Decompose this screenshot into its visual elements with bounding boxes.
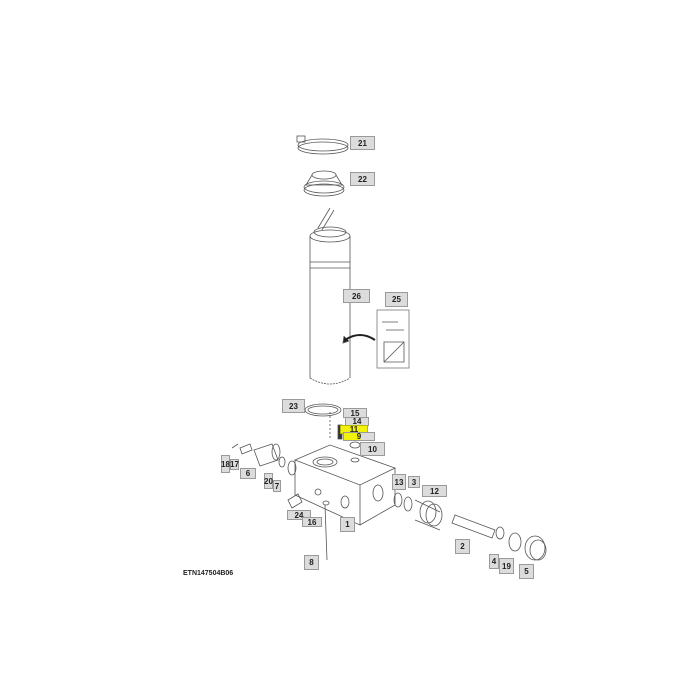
arrowhead-icon <box>342 335 350 344</box>
part-right-assembly <box>393 492 547 561</box>
callout-6[interactable]: 6 <box>240 468 256 479</box>
callout-20[interactable]: 20 <box>264 473 273 489</box>
part-seat <box>349 441 361 449</box>
part-left-assembly <box>231 443 297 476</box>
callout-5[interactable]: 5 <box>519 564 534 579</box>
callout-10[interactable]: 10 <box>360 442 385 456</box>
part-fitting <box>287 493 303 509</box>
callout-12[interactable]: 12 <box>422 485 447 497</box>
callout-7[interactable]: 7 <box>273 480 281 492</box>
callout-13[interactable]: 13 <box>392 474 406 490</box>
callout-9[interactable]: 9 <box>343 432 375 441</box>
callout-1[interactable]: 1 <box>340 517 355 532</box>
drawing-reference: ETN147504B06 <box>183 570 234 577</box>
callout-26[interactable]: 26 <box>343 289 370 303</box>
part-label-sheet <box>376 309 410 369</box>
callout-24[interactable]: 24 <box>287 510 311 520</box>
callout-16[interactable]: 16 <box>302 517 322 527</box>
part-o-ring <box>304 403 342 417</box>
arrow-icon <box>344 334 376 341</box>
callout-22[interactable]: 22 <box>350 172 375 186</box>
part-washer <box>350 457 360 463</box>
callout-17[interactable]: 17 <box>230 459 239 470</box>
callout-25[interactable]: 25 <box>385 292 408 307</box>
part-bolt <box>324 504 328 561</box>
callout-4[interactable]: 4 <box>489 554 499 569</box>
part-breather-cap <box>303 170 345 197</box>
callout-2[interactable]: 2 <box>455 539 470 554</box>
part-reservoir-tube <box>309 207 351 385</box>
callout-8[interactable]: 8 <box>304 555 319 570</box>
part-clamp <box>296 135 349 155</box>
callout-19[interactable]: 19 <box>499 558 514 574</box>
callout-23[interactable]: 23 <box>282 399 305 413</box>
callout-21[interactable]: 21 <box>350 136 375 150</box>
callout-18[interactable]: 18 <box>221 455 230 473</box>
callout-3[interactable]: 3 <box>408 476 420 488</box>
